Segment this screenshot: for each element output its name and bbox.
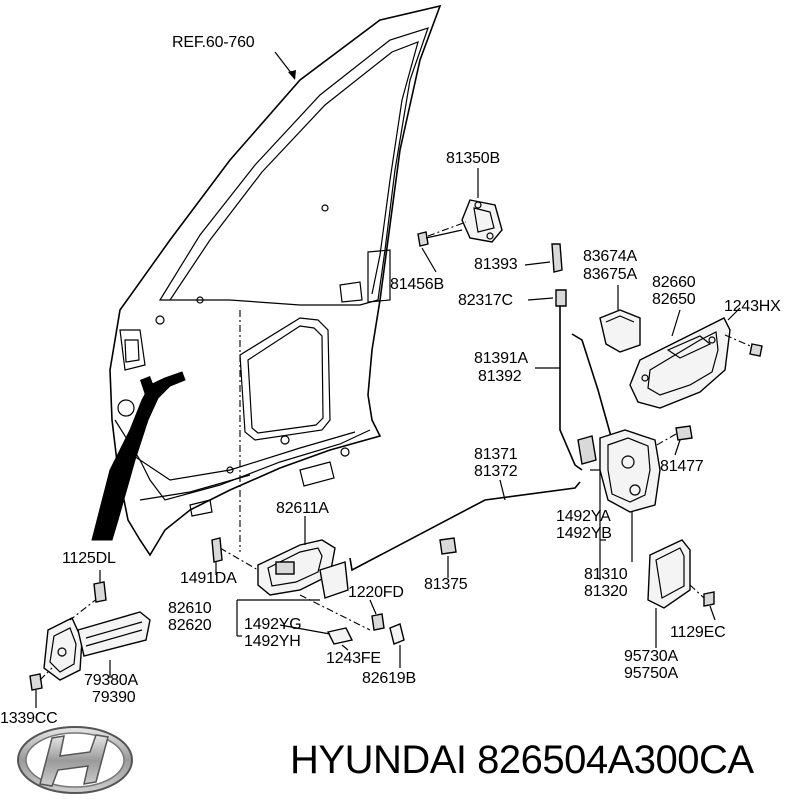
label-79390: 79390	[92, 689, 136, 706]
label-82611A: 82611A	[276, 500, 329, 517]
label-1220FD: 1220FD	[348, 584, 404, 601]
striker-81350B	[417, 168, 503, 273]
label-79380A: 79380A	[84, 672, 138, 689]
label-95730A: 95730A	[624, 648, 678, 665]
inside-handle-82611A	[219, 310, 371, 631]
label-1339CC: 1339CC	[0, 710, 58, 727]
label-ref: REF.60-760	[172, 34, 255, 51]
label-1492YB: 1492YB	[556, 525, 612, 542]
label-82317C: 82317C	[458, 292, 513, 309]
door-shell	[91, 4, 442, 557]
label-81392: 81392	[478, 368, 522, 385]
label-81372: 81372	[474, 463, 518, 480]
label-81391A: 81391A	[474, 350, 528, 367]
label-81350B: 81350B	[446, 150, 500, 167]
brand-part-number: HYUNDAI 826504A300CA	[290, 738, 754, 782]
label-81456B: 81456B	[390, 276, 444, 293]
label-81477: 81477	[660, 458, 704, 475]
label-81393: 81393	[474, 256, 518, 273]
label-1492YH: 1492YH	[244, 633, 301, 650]
label-82619B: 82619B	[362, 670, 416, 687]
outside-handle-82660	[629, 307, 763, 409]
label-82610: 82610	[168, 600, 212, 617]
label-1492YA: 1492YA	[556, 508, 611, 525]
label-81310: 81310	[584, 566, 628, 583]
label-82660: 82660	[652, 274, 696, 291]
label-83675A: 83675A	[583, 266, 637, 283]
label-1492YG: 1492YG	[244, 616, 302, 633]
door-checker-79380A	[29, 570, 151, 708]
label-1243FE: 1243FE	[326, 650, 381, 667]
label-82650: 82650	[652, 291, 696, 308]
label-82620: 82620	[168, 617, 212, 634]
door-latch-81310	[577, 425, 693, 580]
label-1243HX: 1243HX	[724, 298, 781, 315]
label-81375: 81375	[424, 576, 468, 593]
label-81320: 81320	[584, 583, 628, 600]
control-module-95730A	[647, 539, 716, 648]
label-83674A: 83674A	[583, 248, 637, 265]
label-1491DA: 1491DA	[180, 570, 237, 587]
label-95750A: 95750A	[624, 665, 678, 682]
label-81371: 81371	[474, 446, 518, 463]
label-1125DL: 1125DL	[62, 550, 116, 567]
label-1129EC: 1129EC	[670, 624, 726, 641]
